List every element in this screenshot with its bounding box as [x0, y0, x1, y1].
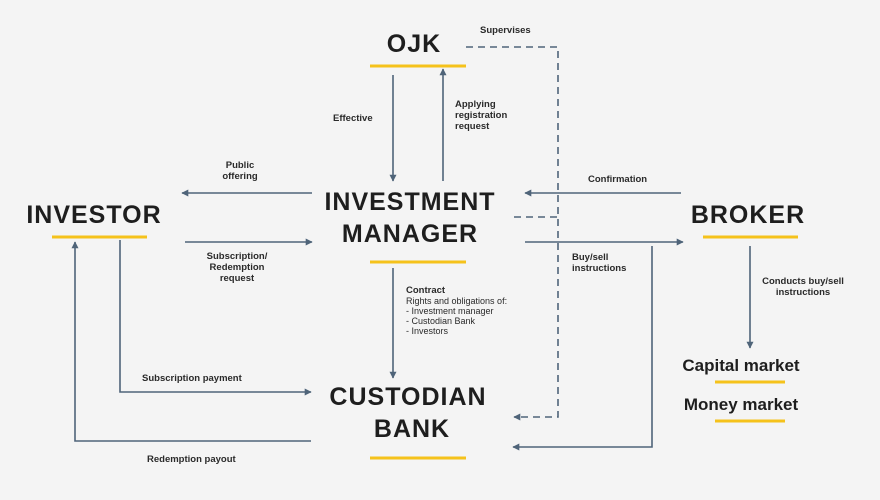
confirmation-label: Confirmation [588, 174, 647, 185]
ojk-node: OJK [387, 30, 441, 58]
contract-line-3: - Custodian Bank [406, 316, 476, 326]
public-offering-label-line1: Public [226, 160, 255, 171]
subscription-payment-label: Subscription payment [142, 373, 243, 384]
applying-label-line1: Applying [455, 99, 496, 110]
investment-manager-node-line1: INVESTMENT [324, 188, 495, 216]
broker-node: BROKER [691, 201, 805, 229]
capital-market-node: Capital market [682, 356, 799, 375]
investor-node: INVESTOR [26, 201, 161, 229]
conducts-label-line2: instructions [776, 287, 830, 298]
money-market-node: Money market [684, 395, 799, 414]
contract-line-2: - Investment manager [406, 306, 494, 316]
supervises-dashed-line [466, 46, 559, 421]
public-offering-label-line2: offering [222, 171, 258, 182]
buy-sell-label-line1: Buy/sell [572, 252, 608, 263]
applying-label-line2: registration [455, 110, 507, 121]
custodian-bank-node-line1: CUSTODIAN [329, 383, 486, 411]
conducts-label-line1: Conducts buy/sell [762, 276, 844, 287]
subscription-payment-arrow [119, 240, 312, 396]
custodian-bank-node-line2: BANK [374, 415, 450, 443]
subscription-request-label-line2: Redemption [210, 262, 265, 273]
contract-line-1: Rights and obligations of: [406, 296, 507, 306]
supervises-label: Supervises [480, 25, 531, 36]
applying-label-line3: request [455, 121, 490, 132]
buy-sell-custodian-arrow [512, 246, 653, 451]
buy-sell-label-line2: instructions [572, 263, 626, 274]
subscription-request-label-line1: Subscription/ [207, 251, 268, 262]
redemption-payout-arrow [71, 241, 311, 442]
contract-line-4: - Investors [406, 326, 449, 336]
redemption-payout-label: Redemption payout [147, 454, 237, 465]
contract-title: Contract [406, 285, 446, 296]
investment-manager-node-line2: MANAGER [342, 220, 478, 248]
subscription-request-label-line3: request [220, 273, 255, 284]
effective-label: Effective [333, 113, 373, 124]
